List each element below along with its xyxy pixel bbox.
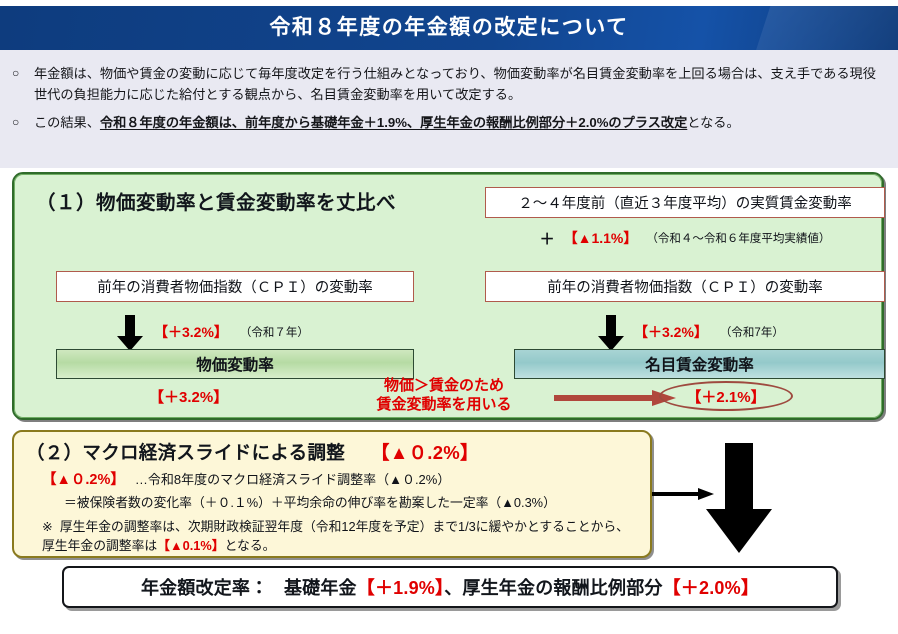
plus-sign-icon: ＋	[539, 230, 555, 248]
cpi-right-value: 【＋3.2%】	[634, 324, 708, 340]
real-wage-change-box: ２～４年度前（直近３年度平均）の実質賃金変動率	[485, 187, 885, 218]
section-1-title: （１）物価変動率と賃金変動率を丈比べ	[36, 192, 397, 214]
section-2-line-2: ＝被保険者数の変化率（＋０.１%）＋平均余命の伸び率を勘案した一定率（▲0.3%…	[64, 495, 556, 510]
intro-bullet-1-text: 年金額は、物価や賃金の変動に応じて毎年度改定を行う仕組みとなっており、物価変動率…	[34, 66, 876, 103]
comparison-note-line-2: 賃金変動率を用いる	[376, 396, 512, 414]
intro-bullet-1: ○ 年金額は、物価や賃金の変動に応じて毎年度改定を行う仕組みとなっており、物価変…	[12, 63, 884, 106]
page-title: 令和８年度の年金額の改定について	[269, 16, 629, 39]
section-2-line-1: 【▲０.2%】 …令和8年度のマクロ経済スライド調整率（▲０.2%）	[42, 468, 450, 489]
final-result-basic-value: 【＋1.9%】	[356, 578, 445, 598]
right-arrow-icon	[554, 390, 676, 406]
bullet-circle-icon: ○	[12, 115, 20, 129]
nominal-wage-change-rate-value: 【＋2.1%】	[659, 381, 793, 411]
big-down-arrow-icon	[706, 443, 772, 553]
section-1-panel: （１）物価変動率と賃金変動率を丈比べ ２～４年度前（直近３年度平均）の実質賃金変…	[12, 172, 885, 420]
final-result-label: 年金額改定率：	[140, 578, 269, 598]
bullet-circle-icon: ○	[12, 66, 20, 80]
section-2-note-part-1: 厚生年金の調整率は、次期財政検証翌年度（令和12年度を予定）まで1/3に緩やかと…	[42, 519, 629, 554]
macro-slide-rate-value: 【▲０.2%】	[42, 472, 125, 488]
section-2-title-text: （２）マクロ経済スライドによる調整	[26, 442, 346, 463]
real-wage-plus-line: ＋ 【▲1.1%】 （令和４～令和６年度平均実績値）	[485, 227, 885, 249]
comparison-note: 物価＞賃金のため 賃金変動率を用いる	[334, 376, 554, 414]
cpi-box-right: 前年の消費者物価指数（ＣＰＩ）の変動率	[485, 271, 885, 302]
section-2-panel: （２）マクロ経済スライドによる調整 【▲０.2%】 【▲０.2%】 …令和8年度…	[12, 430, 652, 558]
title-banner-background: 令和８年度の年金額の改定について	[0, 6, 898, 50]
connector-arrow-icon	[652, 488, 714, 500]
real-wage-plus-note: （令和４～令和６年度平均実績値）	[646, 233, 831, 245]
section-2-line-3: ※ 厚生年金の調整率は、次期財政検証翌年度（令和12年度を予定）まで1/3に緩や…	[42, 517, 638, 555]
final-result-proportional-value: 【＋2.0%】	[662, 578, 760, 598]
price-change-rate-value: 【＋3.2%】	[149, 389, 229, 406]
section-2-title-value: 【▲０.2%】	[371, 442, 479, 463]
section-2-title: （２）マクロ経済スライドによる調整 【▲０.2%】	[26, 439, 479, 465]
intro-bullet-2-lead: この結果、	[34, 115, 100, 130]
comparison-note-line-1: 物価＞賃金のため	[383, 377, 504, 394]
cpi-left-annotation: 【＋3.2%】 （令和７年）	[154, 322, 309, 342]
down-arrow-icon	[598, 315, 624, 351]
final-result-text: 年金額改定率： 基礎年金【＋1.9%】、厚生年金の報酬比例部分【＋2.0%】	[141, 574, 759, 600]
section-2-note-part-2: となる。	[224, 538, 276, 554]
final-result-separator: 、	[444, 578, 463, 598]
section-2-note-value: 【▲0.1%】	[157, 538, 225, 554]
title-banner: 令和８年度の年金額の改定について	[0, 6, 898, 50]
nominal-wage-change-rate-bar: 名目賃金変動率	[514, 349, 885, 379]
real-wage-plus-value: 【▲1.1%】	[563, 230, 638, 246]
final-result-proportional-label: 厚生年金の報酬比例部分	[462, 578, 663, 598]
cpi-left-note: （令和７年）	[239, 327, 309, 339]
cpi-right-note: （令和7年）	[719, 327, 784, 339]
intro-bullet-2-text: この結果、令和８年度の年金額は、前年度から基礎年金＋1.9%、厚生年金の報酬比例…	[34, 112, 884, 133]
cpi-left-value: 【＋3.2%】	[154, 324, 228, 340]
cpi-right-annotation: 【＋3.2%】 （令和7年）	[634, 322, 784, 342]
final-result-box: 年金額改定率： 基礎年金【＋1.9%】、厚生年金の報酬比例部分【＋2.0%】	[62, 566, 838, 608]
cpi-box-left: 前年の消費者物価指数（ＣＰＩ）の変動率	[56, 271, 414, 302]
intro-bullet-2: ○ この結果、令和８年度の年金額は、前年度から基礎年金＋1.9%、厚生年金の報酬…	[12, 112, 884, 133]
section-2-note-mark: ※	[42, 519, 53, 534]
intro-bullet-2-emphasis: 令和８年度の年金額は、前年度から基礎年金＋1.9%、厚生年金の報酬比例部分＋2.…	[99, 115, 688, 130]
price-change-rate-bar: 物価変動率	[56, 349, 414, 379]
intro-bullet-2-tail: となる。	[687, 115, 740, 130]
macro-slide-rate-text: …令和8年度のマクロ経済スライド調整率（▲０.2%）	[134, 472, 451, 487]
final-result-basic-label: 基礎年金	[283, 578, 357, 598]
intro-summary: ○ 年金額は、物価や賃金の変動に応じて毎年度改定を行う仕組みとなっており、物価変…	[0, 50, 898, 168]
down-arrow-icon	[117, 315, 143, 351]
